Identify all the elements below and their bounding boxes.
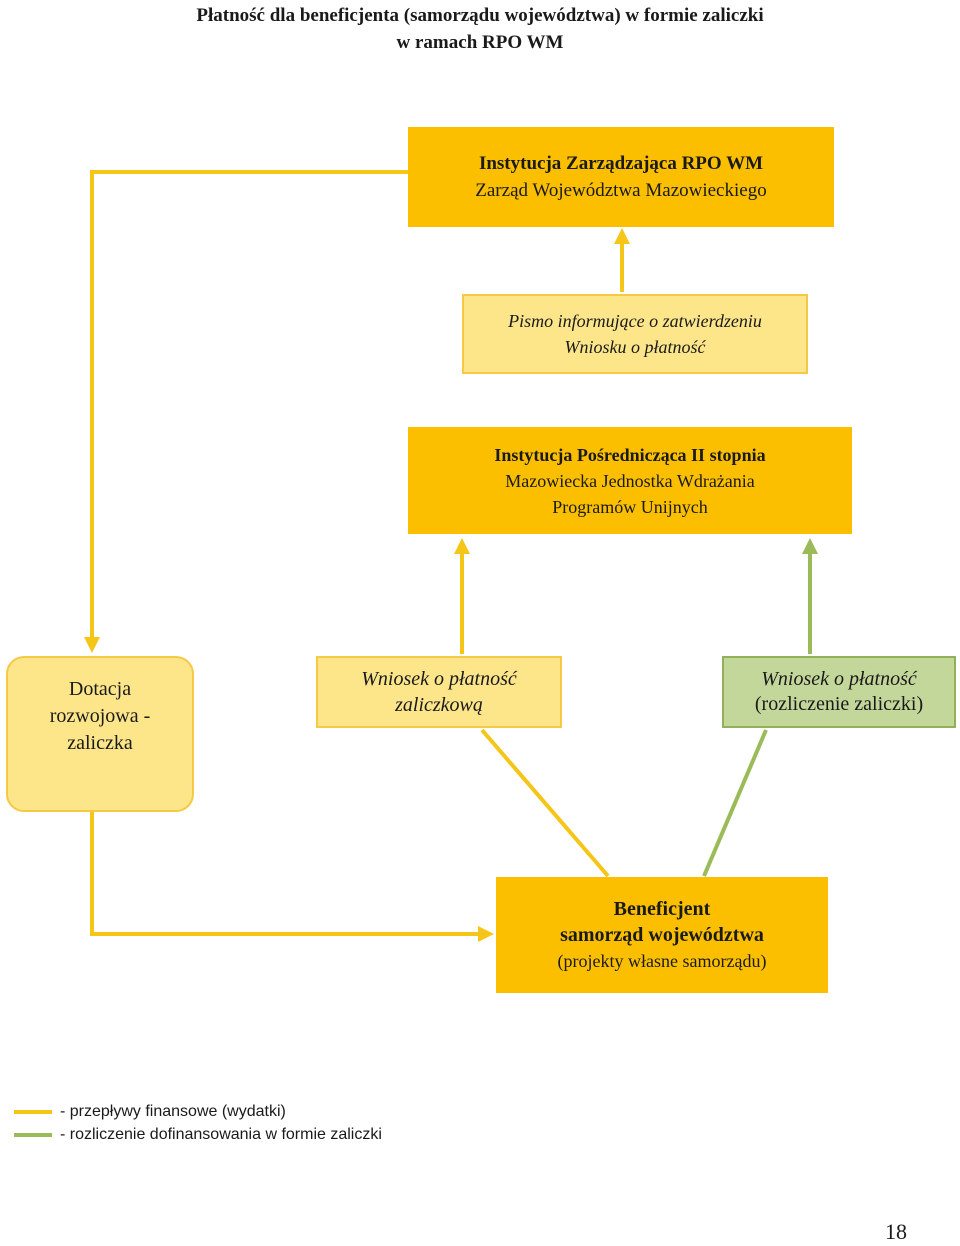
beneficiary-note: (projekty własne samorządu) [557,951,767,971]
development-grant-line-1: Dotacja [68,678,132,700]
development-grant-box: Dotacja rozwojowa - zaliczka [6,656,194,812]
flow-line-beneficiary-to-advance [480,728,610,878]
legend-label-financial: - przepływy finansowe (wydatki) [60,1103,286,1120]
managing-authority-box: Instytucja Zarządzająca RPO WM Zarząd Wo… [408,127,834,227]
settlement-request-line-2: (rozliczenie zaliczki) [754,693,924,715]
advance-request-line-2: zaliczkową [395,694,483,716]
approval-letter-line-1: Pismo informujące o zatwierdzeniu [508,311,762,331]
advance-request-box: Wniosek o płatność zaliczkową [316,656,562,728]
page-title: Płatność dla beneficjenta (samorządu woj… [60,2,900,56]
beneficiary-subtitle: samorząd województwa [560,924,764,946]
legend-label-settlement: - rozliczenie dofinansowania w formie za… [60,1126,382,1143]
beneficiary-box: Beneficjent samorząd województwa (projek… [496,877,828,993]
intermediate-body-line-3: Programów Unijnych [552,496,708,517]
title-line-1: Płatność dla beneficjenta (samorządu woj… [196,5,764,26]
legend-item-financial-flow: - przepływy finansowe (wydatki) [14,1101,614,1123]
settlement-request-box: Wniosek o płatność (rozliczenie zaliczki… [722,656,956,728]
approval-letter-line-2: Wniosku o płatność [564,337,706,357]
flow-line-beneficiary-to-settlement [702,729,768,877]
legend-swatch-settlement [14,1133,52,1137]
advance-request-line-1: Wniosek o płatność [361,668,517,690]
development-grant-line-3: zaliczka [67,732,133,754]
development-grant-line-2: rozwojowa - [49,705,151,727]
settlement-request-line-1: Wniosek o płatność [761,668,917,690]
intermediate-body-line-2: Mazowiecka Jednostka Wdrażania [505,470,755,491]
flow-line-grant-to-beneficiary [90,812,494,942]
managing-authority-name: Instytucja Zarządzająca RPO WM [478,153,764,174]
approval-letter-box: Pismo informujące o zatwierdzeniu Wniosk… [462,294,808,374]
legend-swatch-financial [14,1110,52,1114]
page-number: 18 [885,1219,907,1244]
beneficiary-title: Beneficjent [613,898,711,920]
title-line-2: w ramach RPO WM [396,32,564,53]
flow-line-authority-to-grant [84,170,408,653]
intermediate-body-name: Instytucja Pośrednicząca II stopnia [494,444,766,465]
intermediate-body-box: Instytucja Pośrednicząca II stopnia Mazo… [408,427,852,534]
legend-item-settlement-flow: - rozliczenie dofinansowania w formie za… [14,1124,614,1146]
managing-authority-body: Zarząd Województwa Mazowieckiego [475,180,767,201]
